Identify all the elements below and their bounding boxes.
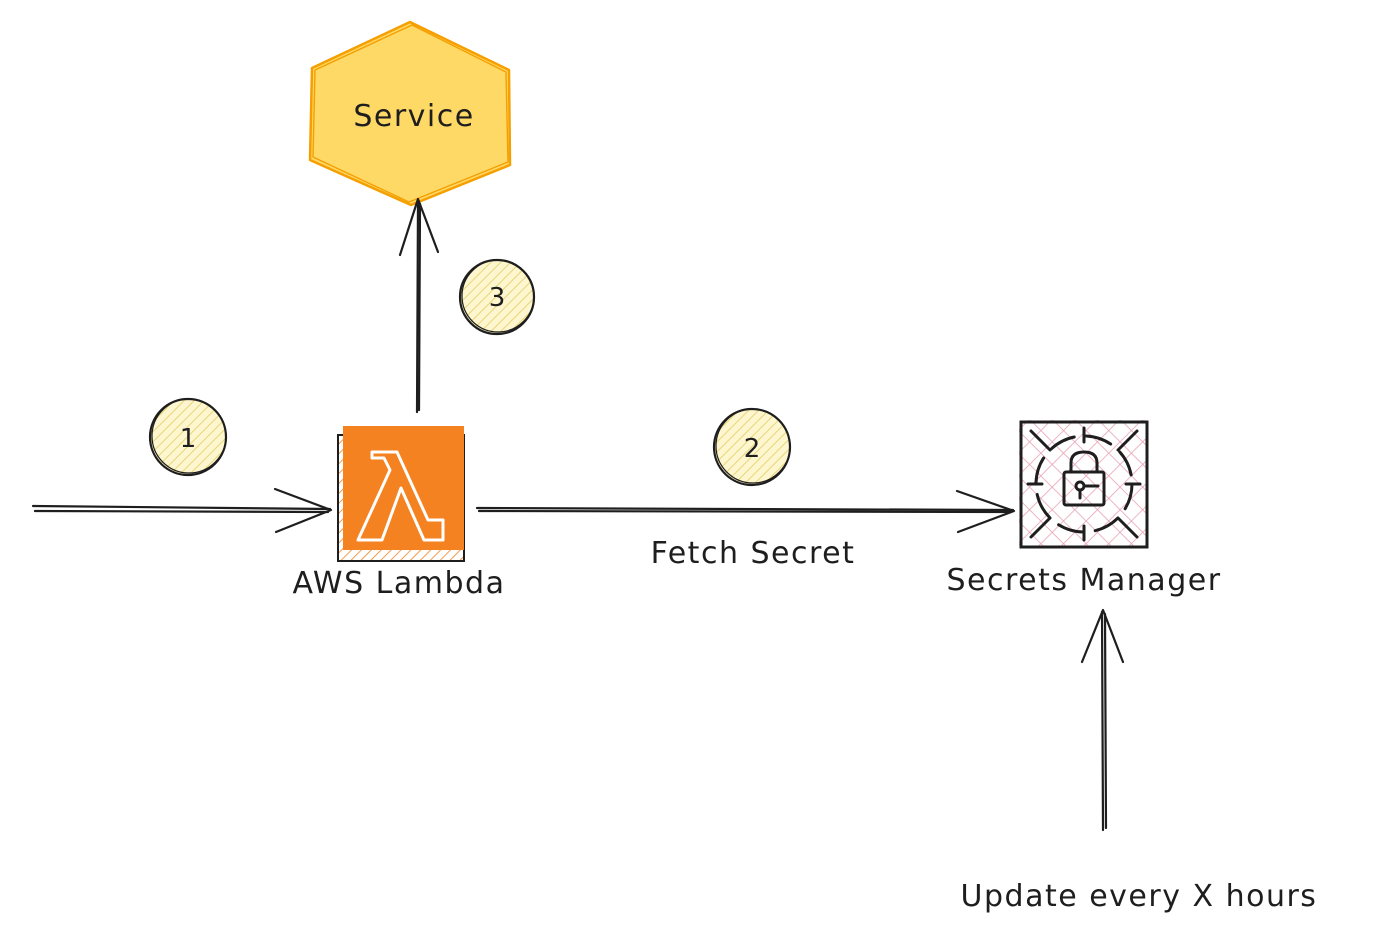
service-hexagon-sketch bbox=[312, 24, 509, 203]
arrow-lambda-to-service bbox=[398, 197, 440, 414]
step-2-label: 2 bbox=[744, 434, 761, 464]
secrets-manager-label: Secrets Manager bbox=[946, 563, 1221, 598]
service-node[interactable]: Service bbox=[308, 20, 512, 207]
step-1-badge: 1 bbox=[148, 397, 228, 477]
arrow-update-to-secrets bbox=[1080, 608, 1125, 832]
service-hexagon bbox=[308, 20, 512, 207]
lambda-icon bbox=[356, 450, 445, 542]
secrets-manager-ring bbox=[1026, 426, 1142, 542]
update-label: Update every X hours bbox=[961, 879, 1318, 914]
secrets-manager-frame bbox=[1019, 420, 1149, 549]
fetch-secret-label: Fetch Secret bbox=[651, 536, 856, 571]
step-1-label: 1 bbox=[180, 424, 197, 454]
secrets-manager-node[interactable]: Secrets Manager bbox=[946, 420, 1221, 598]
lambda-node[interactable]: AWS Lambda bbox=[293, 426, 506, 601]
step-2-badge: 2 bbox=[712, 407, 792, 487]
lock-icon bbox=[1062, 450, 1106, 507]
service-label: Service bbox=[353, 99, 474, 134]
arrow-incoming-to-lambda bbox=[31, 487, 333, 534]
step-3-badge: 3 bbox=[458, 258, 536, 336]
step-3-label: 3 bbox=[489, 283, 506, 313]
lambda-label: AWS Lambda bbox=[293, 566, 506, 601]
arrow-lambda-to-secrets bbox=[475, 489, 1016, 534]
